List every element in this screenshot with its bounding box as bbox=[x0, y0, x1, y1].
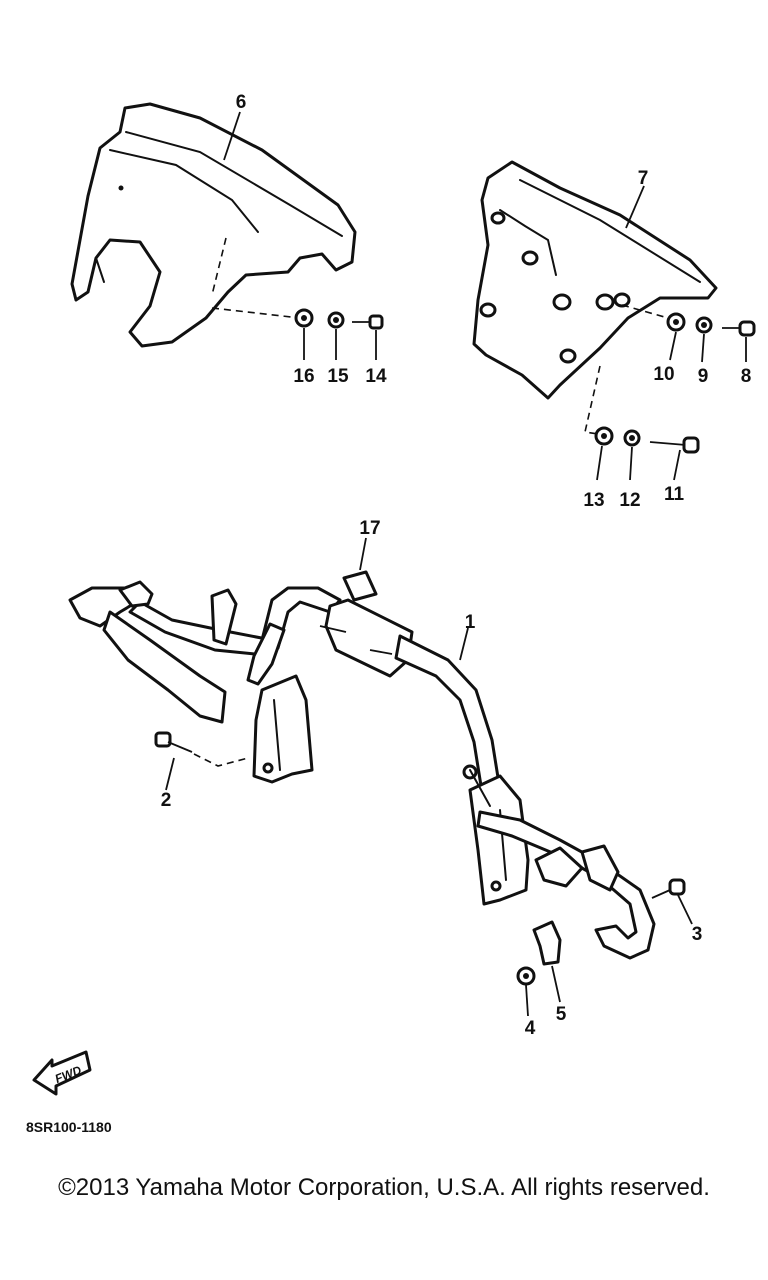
copyright-text: ©2013 Yamaha Motor Corporation, U.S.A. A… bbox=[58, 1174, 710, 1201]
stay-frame-part-1 bbox=[68, 580, 656, 960]
callout-11: 11 bbox=[664, 484, 685, 505]
leader-part-6 bbox=[223, 111, 241, 161]
fwd-arrow-icon: FWD bbox=[32, 1050, 92, 1096]
leader-part-7 bbox=[625, 185, 645, 229]
callout-9: 9 bbox=[698, 366, 709, 387]
callout-13: 13 bbox=[583, 490, 604, 511]
bolt-part-3 bbox=[651, 878, 693, 925]
callout-2: 2 bbox=[161, 790, 172, 811]
callout-14: 14 bbox=[365, 366, 387, 387]
callout-10: 10 bbox=[653, 364, 674, 385]
clamp-part-5 bbox=[532, 920, 562, 1003]
cover-7-upper-fasteners bbox=[621, 304, 756, 363]
screw-part-8 bbox=[722, 320, 756, 337]
callout-7: 7 bbox=[638, 168, 649, 189]
clip-part-17 bbox=[342, 537, 378, 602]
callout-17: 17 bbox=[359, 518, 380, 539]
cover-6-fasteners bbox=[211, 307, 384, 360]
callout-1: 1 bbox=[465, 612, 476, 633]
callout-15: 15 bbox=[327, 366, 349, 387]
right-cover-part-7 bbox=[472, 160, 718, 435]
callout-16: 16 bbox=[293, 366, 314, 387]
callout-3: 3 bbox=[692, 924, 703, 945]
callout-12: 12 bbox=[619, 490, 640, 511]
diagram-code: 8SR100-1180 bbox=[26, 1119, 112, 1135]
leader-part-1 bbox=[459, 627, 469, 661]
callout-8: 8 bbox=[741, 366, 752, 387]
callout-4: 4 bbox=[525, 1018, 536, 1039]
bolt-part-11 bbox=[649, 436, 700, 454]
screw-part-14 bbox=[352, 314, 384, 330]
nut-part-4 bbox=[516, 966, 536, 1017]
callout-6: 6 bbox=[236, 92, 247, 113]
bolt-part-2 bbox=[154, 731, 249, 791]
callout-5: 5 bbox=[556, 1004, 567, 1025]
cover-7-lower-fasteners bbox=[594, 426, 700, 481]
left-cover-part-6 bbox=[70, 102, 357, 348]
